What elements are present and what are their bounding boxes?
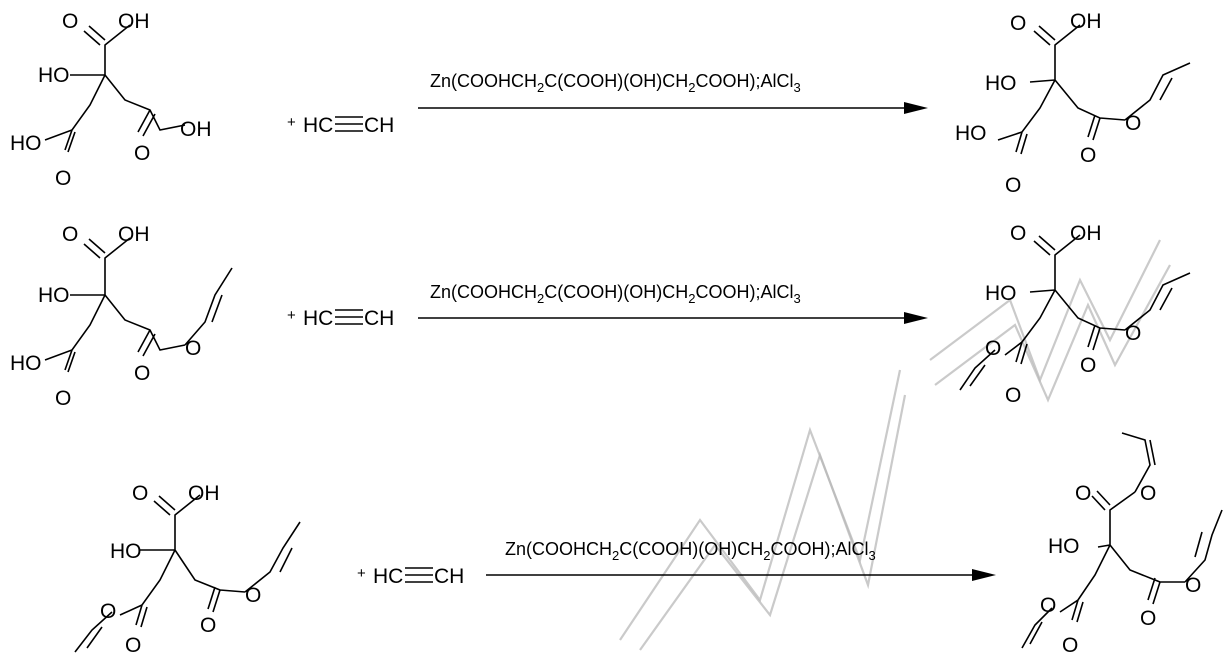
reagent-acetylene: + HC CH bbox=[287, 114, 394, 137]
atom-label-o: O bbox=[1005, 174, 1021, 197]
atom-label-ch: CH bbox=[434, 565, 464, 588]
atom-label-ch: CH bbox=[364, 307, 394, 330]
atom-label-hc: HC bbox=[303, 307, 333, 330]
atom-label-o: O bbox=[100, 600, 116, 623]
atom-label-hc: HC bbox=[373, 565, 403, 588]
plus-sign: + bbox=[287, 114, 296, 131]
atom-label-o: O bbox=[1040, 594, 1056, 617]
atom-label-ho: HO bbox=[38, 64, 70, 87]
atom-label-o: O bbox=[134, 362, 150, 385]
atom-label-o: O bbox=[132, 482, 148, 505]
atom-label-ho: HO bbox=[38, 284, 70, 307]
atom-label-o: O bbox=[200, 614, 216, 637]
atom-label-o: O bbox=[1075, 482, 1091, 505]
atom-label-o: O bbox=[1185, 574, 1201, 597]
atom-label-o: O bbox=[1010, 12, 1026, 35]
atom-label-ho: HO bbox=[10, 352, 42, 375]
atom-label-o: O bbox=[62, 10, 78, 33]
atom-label-ho: HO bbox=[985, 72, 1017, 95]
atom-label-oh: OH bbox=[1070, 222, 1102, 245]
reagent-acetylene: + HC CH bbox=[357, 565, 464, 588]
atom-label-oh: OH bbox=[1070, 10, 1102, 33]
molecule-divinyl-citrate: O OH HO O O O O bbox=[959, 222, 1191, 407]
reaction-arrow-3 bbox=[486, 569, 996, 581]
reaction-arrow-1 bbox=[418, 102, 928, 114]
atom-label-ho: HO bbox=[955, 122, 987, 145]
atom-label-o: O bbox=[125, 634, 141, 657]
atom-label-oh: OH bbox=[188, 482, 220, 505]
molecule-citric-acid: O OH HO HO O OH O bbox=[10, 10, 212, 190]
atom-label-o: O bbox=[55, 167, 71, 190]
atom-label-ho: HO bbox=[985, 282, 1017, 305]
atom-label-ho: HO bbox=[10, 132, 42, 155]
preview-watermark bbox=[619, 239, 1171, 651]
reaction-row-1: O OH HO HO O OH O + HC CH Zn(COOHCH2C(CO… bbox=[10, 10, 1191, 197]
molecule-monovinyl-citrate: O OH HO HO O O O bbox=[10, 223, 233, 410]
reaction-arrow-2 bbox=[418, 312, 928, 324]
plus-sign: + bbox=[287, 307, 296, 324]
atom-label-o: O bbox=[245, 584, 261, 607]
atom-label-ch: CH bbox=[364, 114, 394, 137]
atom-label-o: O bbox=[134, 142, 150, 165]
atom-label-o: O bbox=[55, 387, 71, 410]
atom-label-o: O bbox=[1010, 222, 1026, 245]
atom-label-o: O bbox=[1125, 322, 1141, 345]
plus-sign: + bbox=[357, 565, 366, 582]
atom-label-oh: OH bbox=[180, 118, 212, 141]
catalyst-conditions: Zn(COOHCH2C(COOH)(OH)CH2COOH);AlCl3 bbox=[430, 71, 801, 95]
atom-label-o: O bbox=[185, 337, 201, 360]
reagent-acetylene: + HC CH bbox=[287, 307, 394, 330]
atom-label-o: O bbox=[1125, 112, 1141, 135]
molecule-trivinyl-citrate: O O HO O O O O bbox=[1021, 432, 1223, 657]
atom-label-o: O bbox=[985, 337, 1001, 360]
atom-label-hc: HC bbox=[303, 114, 333, 137]
atom-label-o: O bbox=[62, 223, 78, 246]
reaction-row-2: O OH HO HO O O O + HC CH Zn(COOHCH2C(COO… bbox=[10, 222, 1191, 410]
catalyst-conditions: Zn(COOHCH2C(COOH)(OH)CH2COOH);AlCl3 bbox=[430, 282, 801, 306]
atom-label-oh: OH bbox=[118, 223, 150, 246]
atom-label-o: O bbox=[1005, 384, 1021, 407]
atom-label-ho: HO bbox=[110, 540, 142, 563]
molecule-monovinyl-citrate: O OH HO HO O O O bbox=[955, 10, 1191, 197]
molecule-divinyl-citrate: O OH HO O O O O bbox=[74, 482, 301, 657]
atom-label-ho: HO bbox=[1048, 535, 1080, 558]
reaction-row-3: O OH HO O O O O + HC CH Zn(COOHCH2C(COOH… bbox=[74, 432, 1223, 657]
atom-label-o: O bbox=[1140, 482, 1156, 505]
atom-label-o: O bbox=[1062, 634, 1078, 657]
atom-label-o: O bbox=[1140, 607, 1156, 630]
atom-label-o: O bbox=[1080, 354, 1096, 377]
atom-label-oh: OH bbox=[118, 10, 150, 33]
atom-label-o: O bbox=[1080, 144, 1096, 167]
catalyst-conditions: Zn(COOHCH2C(COOH)(OH)CH2COOH);AlCl3 bbox=[505, 539, 876, 563]
